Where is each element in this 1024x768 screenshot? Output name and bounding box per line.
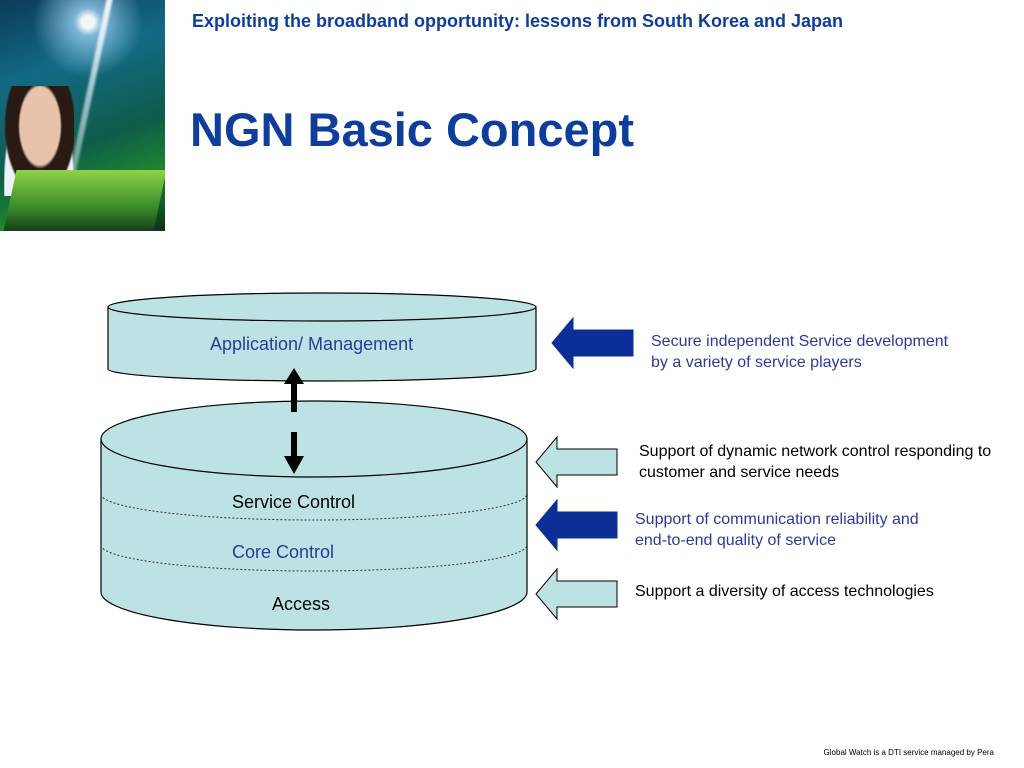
arrow-outline-icon	[535, 567, 618, 621]
note-service-development: Secure independent Service development b…	[651, 331, 948, 373]
service-control-label: Service Control	[232, 492, 356, 512]
header-photo	[0, 0, 165, 231]
note-line: Support of dynamic network control respo…	[639, 443, 992, 460]
note-reliability: Support of communication reliability and…	[635, 509, 919, 551]
note-line: end-to-end quality of service	[635, 532, 836, 549]
note-line: Secure independent Service development	[651, 333, 949, 350]
arrow-outline-icon	[535, 435, 618, 489]
note-dynamic-control: Support of dynamic network control respo…	[639, 441, 991, 483]
footer-credit: Global Watch is a DTI service managed by…	[823, 748, 994, 757]
core-control-label: Core Control	[232, 542, 335, 562]
slide-title: NGN Basic Concept	[190, 103, 634, 156]
bidirectional-arrow	[284, 368, 304, 474]
layer-divider	[100, 493, 528, 521]
note-line: Support a diversity of access technologi…	[635, 583, 934, 600]
application-cylinder	[107, 292, 537, 382]
application-management-label: Application/ Management	[210, 334, 414, 354]
layer-divider	[100, 544, 528, 572]
note-line: by a variety of service players	[651, 354, 862, 371]
note-line: Support of communication reliability and	[635, 511, 919, 528]
presentation-subtitle: Exploiting the broadband opportunity: le…	[192, 11, 844, 31]
arrow-filled-icon	[535, 498, 618, 552]
note-access-diversity: Support a diversity of access technologi…	[635, 581, 934, 602]
access-label: Access	[272, 594, 331, 614]
note-line: customer and service needs	[639, 464, 840, 481]
arrow-filled-icon	[551, 316, 634, 370]
network-cylinder	[100, 400, 528, 631]
